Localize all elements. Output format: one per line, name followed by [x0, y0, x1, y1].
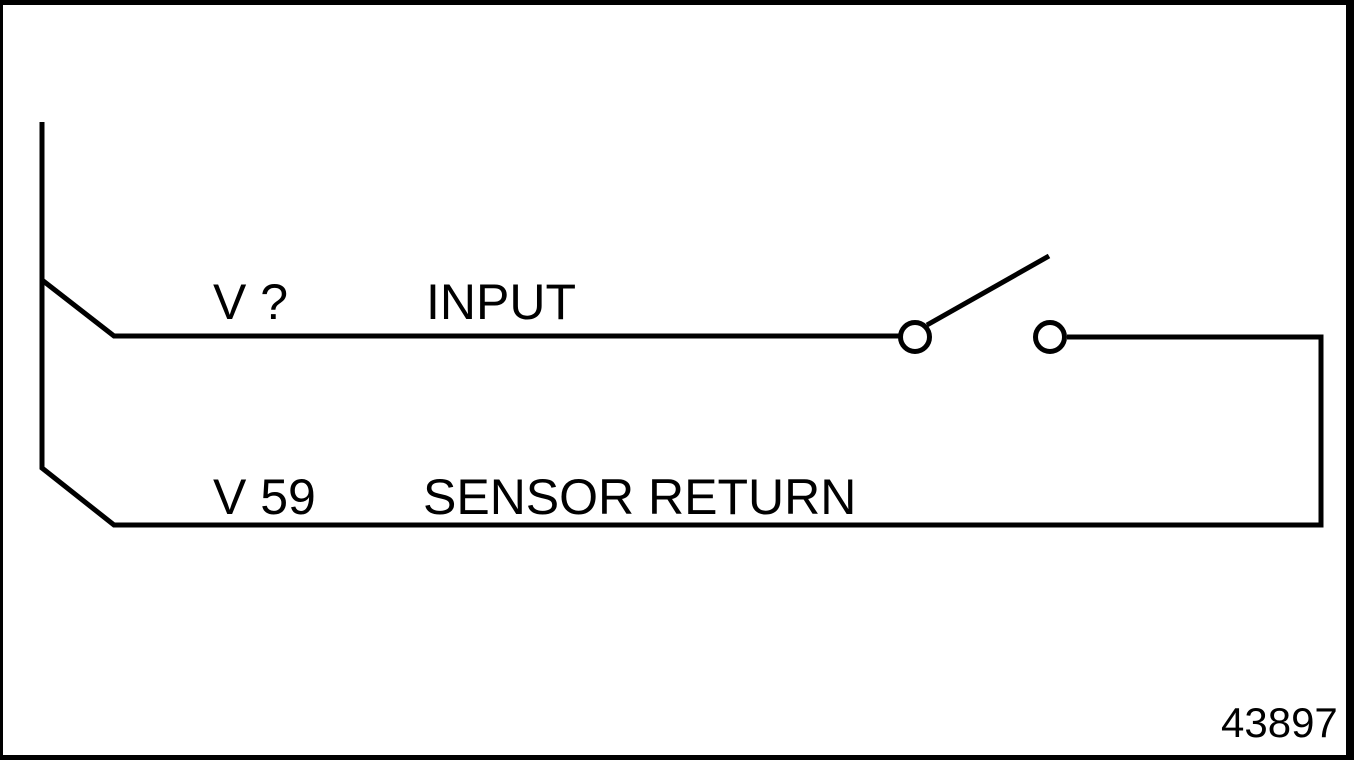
switch-left-terminal-icon: [898, 320, 932, 354]
bottom-wire-pin-label: V 59: [213, 469, 316, 525]
switch-lever-icon: [925, 253, 1051, 328]
top-wire-pin-label: V ?: [213, 274, 289, 330]
figure-number: 43897: [1221, 699, 1338, 746]
input-wire: [40, 278, 899, 339]
bus-and-return-wire: [39, 122, 1324, 528]
switch-right-terminal-icon: [1033, 320, 1067, 354]
bottom-wire-name-label: SENSOR RETURN: [423, 469, 857, 525]
circuit-drawing: [39, 122, 1324, 528]
top-wire-name-label: INPUT: [426, 274, 576, 330]
